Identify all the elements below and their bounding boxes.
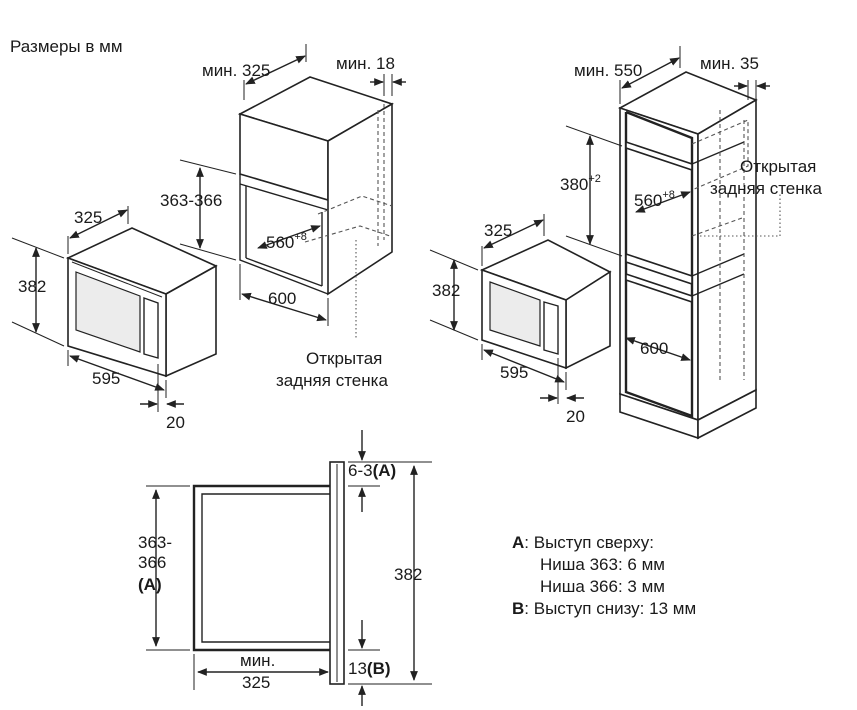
legend-a-key: A xyxy=(512,533,524,552)
left-oven-width-label: 595 xyxy=(92,369,120,388)
right-oven-depth-label: 325 xyxy=(484,221,512,240)
right-niche-width-label: 560+8 xyxy=(634,189,675,210)
right-wall-gap-label: мин. 35 xyxy=(700,54,759,73)
section-front-height-label: 382 xyxy=(394,565,422,584)
right-oven-height-label: 382 xyxy=(432,281,460,300)
left-niche-width-tolerance: +8 xyxy=(294,231,307,243)
right-microwave-oven xyxy=(479,239,612,370)
left-niche-dimensions: мин. 325 мин. 18 363-366 560+8 600 Откры… xyxy=(160,44,406,390)
section-view xyxy=(192,461,345,685)
left-open-back-label-1: Открытая xyxy=(306,349,382,368)
section-niche-height-line1: 363- xyxy=(138,533,172,552)
section-bottom-gap-value: 13 xyxy=(348,659,367,678)
left-niche-height-label: 363-366 xyxy=(160,191,222,210)
section-bottom-gap-label: 13(B) xyxy=(348,659,391,678)
left-open-back-label-2: задняя стенка xyxy=(276,371,388,390)
section-niche-height-line2: 366 xyxy=(138,553,166,572)
left-niche-width-value: 560 xyxy=(266,233,294,252)
right-open-back-label-2: задняя стенка xyxy=(710,179,822,198)
left-niche-depth-label: мин. 325 xyxy=(202,61,270,80)
section-top-gap-ref: (A) xyxy=(373,461,397,480)
section-depth-line1: мин. xyxy=(240,651,275,670)
right-niche-height-label: 380+2 xyxy=(560,173,601,194)
diagram-title: Размеры в мм xyxy=(10,37,123,56)
legend-b-key: B xyxy=(512,599,524,618)
right-tall-cabinet xyxy=(618,71,758,440)
left-oven-dimensions: 325 382 595 20 xyxy=(11,206,185,432)
right-open-back-label-1: Открытая xyxy=(740,157,816,176)
right-niche-width-tolerance: +8 xyxy=(662,189,675,201)
right-niche-width-value: 560 xyxy=(634,191,662,210)
section-top-gap-label: 6-3(A) xyxy=(348,461,396,480)
legend-a-line2: Ниша 363: 6 мм xyxy=(540,555,665,574)
right-niche-height-tolerance: +2 xyxy=(588,173,601,185)
legend-b-text: : Выступ снизу: 13 мм xyxy=(524,599,696,618)
legend-a-heading: A: Выступ сверху: xyxy=(512,533,654,552)
left-niche-cabinet xyxy=(237,76,394,296)
right-cabinet-dimensions: мин. 550 мин. 35 380+2 560+8 Открытая за… xyxy=(560,46,822,361)
section-niche-height-line3: (A) xyxy=(138,575,162,594)
right-oven-dimensions: 325 382 595 20 xyxy=(429,214,585,426)
right-oven-frame-label: 20 xyxy=(566,407,585,426)
left-wall-gap-label: мин. 18 xyxy=(336,54,395,73)
left-niche-front-width-label: 600 xyxy=(268,289,296,308)
legend-b-heading: B: Выступ снизу: 13 мм xyxy=(512,599,696,618)
legend-a-line3: Ниша 366: 3 мм xyxy=(540,577,665,596)
right-cabinet-width-label: 600 xyxy=(640,339,668,358)
section-top-gap-value: 6-3 xyxy=(348,461,373,480)
section-bottom-gap-ref: (B) xyxy=(367,659,391,678)
left-microwave-oven xyxy=(65,227,218,378)
right-niche-depth-label: мин. 550 xyxy=(574,61,642,80)
left-oven-height-label: 382 xyxy=(18,277,46,296)
section-dimensions: 363- 366 (A) 6-3(A) 382 13(B) мин. 325 xyxy=(138,430,432,706)
left-oven-frame-label: 20 xyxy=(166,413,185,432)
right-oven-width-label: 595 xyxy=(500,363,528,382)
left-niche-width-label: 560+8 xyxy=(266,231,307,252)
section-depth-line2: 325 xyxy=(242,673,270,692)
left-oven-depth-label: 325 xyxy=(74,208,102,227)
legend: A: Выступ сверху: Ниша 363: 6 мм Ниша 36… xyxy=(512,533,696,618)
right-niche-height-value: 380 xyxy=(560,175,588,194)
legend-a-text: : Выступ сверху: xyxy=(524,533,654,552)
